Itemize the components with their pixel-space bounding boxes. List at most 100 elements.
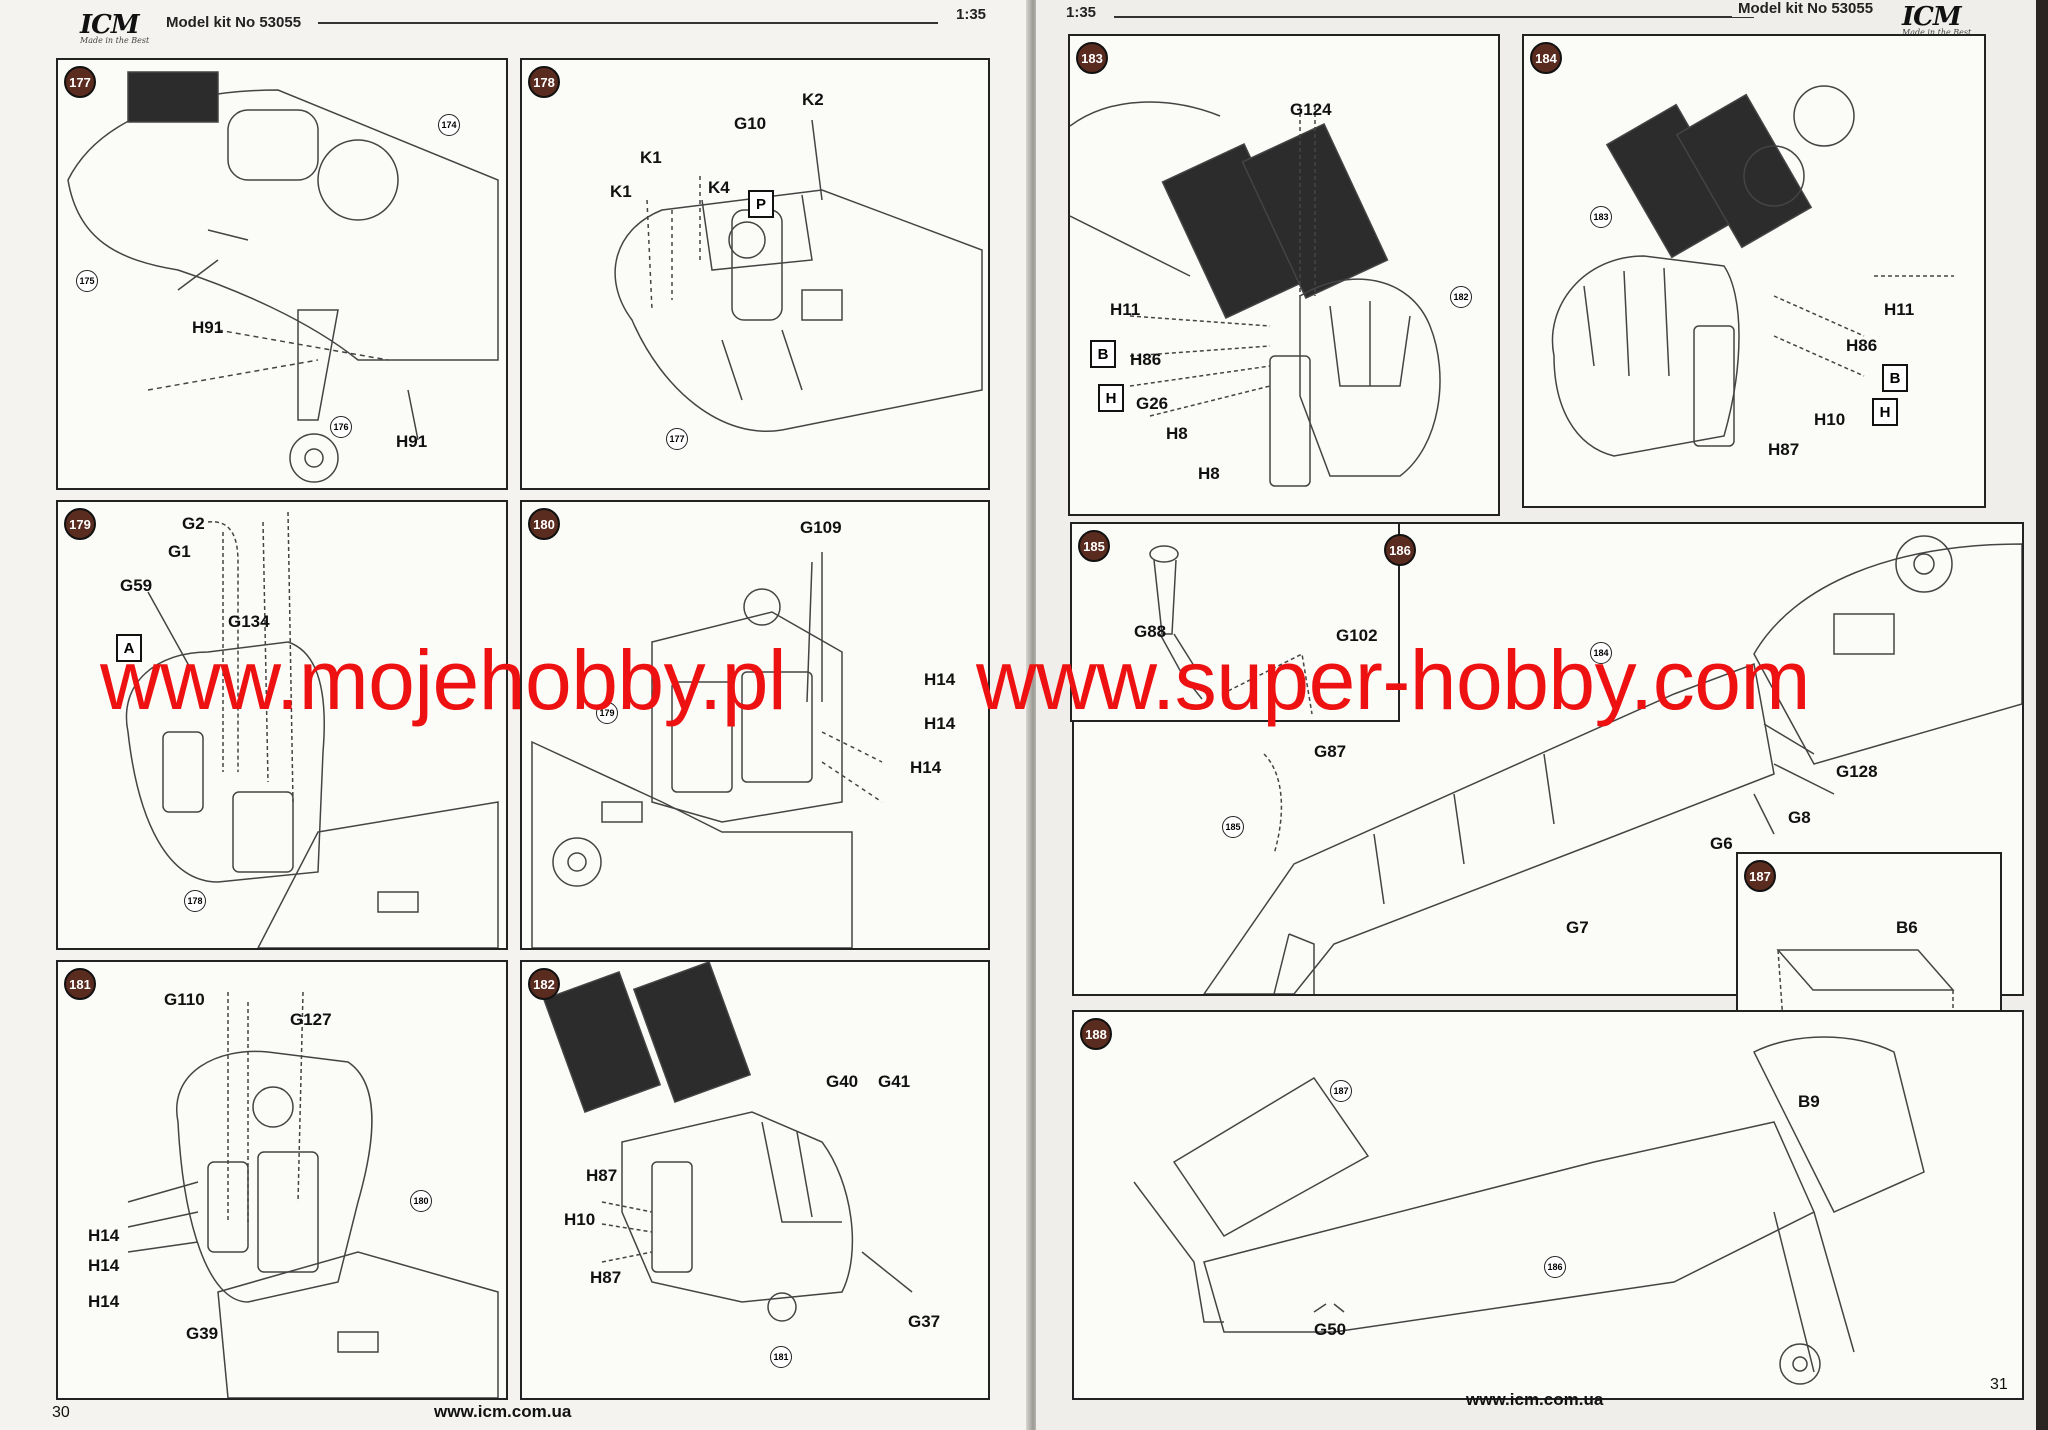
step-177-drawing (67, 71, 499, 483)
step-179-ref: 178 (184, 890, 206, 912)
scale-label: 1:35 (956, 6, 987, 23)
part-label: H87 (586, 1166, 618, 1185)
part-label: G40 (826, 1072, 859, 1091)
paint-code-box: A (116, 634, 142, 662)
part-label: K2 (802, 90, 824, 109)
part-label: H86 (1846, 336, 1878, 355)
step-number-184: 184 (1530, 42, 1562, 74)
step-186-ref-b: 185 (1222, 816, 1244, 838)
part-label: G59 (120, 576, 153, 595)
part-label: H10 (1814, 410, 1846, 429)
part-label: K4 (708, 178, 730, 197)
logo-mark: ICM (1902, 2, 1962, 32)
step-178-ref: 177 (666, 428, 688, 450)
step-186-drawing (1203, 535, 2022, 994)
kit-number: Model kit No 53055 (1732, 0, 1880, 17)
watermark-right: www.super-hobby.com (976, 633, 1810, 727)
logo-mark: ICM (80, 10, 140, 40)
step-number-181: 181 (64, 968, 96, 1000)
part-label: H87 (590, 1268, 622, 1287)
part-label: K1 (640, 148, 662, 167)
step-183-ref: 182 (1450, 286, 1472, 308)
step-number-180: 180 (528, 508, 560, 540)
part-label: G8 (1788, 808, 1811, 827)
part-label: G7 (1566, 918, 1589, 937)
header-rule (318, 22, 938, 24)
part-label: G87 (1314, 742, 1347, 761)
part-label: H14 (88, 1226, 120, 1245)
icm-logo: ICM Made in the Best (80, 10, 149, 45)
step-177-panel: 177 174 175 176 H91 H91 (56, 58, 508, 490)
step-179-drawing (125, 511, 499, 948)
part-label: G1 (168, 542, 191, 561)
step-number-187: 187 (1744, 860, 1776, 892)
step-number-179: 179 (64, 508, 96, 540)
scale-label: 1:35 (1066, 4, 1097, 21)
paint-code-box: B (1090, 340, 1116, 368)
step-181-ref: 180 (410, 1190, 432, 1212)
part-label: K1 (610, 182, 632, 201)
part-label: G102 (1336, 626, 1378, 645)
step-number-188: 188 (1080, 1018, 1112, 1050)
step-179-panel: 179 178 G2 G1 G59 G134 A (56, 500, 508, 950)
step-number-186: 186 (1384, 534, 1416, 566)
paint-code-box: H (1872, 398, 1898, 426)
step-185-panel: 185 G88 G102 (1070, 522, 1400, 722)
part-label: G41 (878, 1072, 911, 1091)
part-label: G6 (1710, 834, 1733, 853)
watermark-left: www.mojehobby.pl (100, 633, 787, 727)
part-label: G37 (908, 1312, 941, 1331)
part-label: H11 (1110, 300, 1141, 319)
step-177-ref-c: 176 (330, 416, 352, 438)
part-label: H8 (1166, 424, 1188, 443)
footer-url: www.icm.com.ua (1466, 1390, 1604, 1409)
part-label: G109 (800, 518, 842, 537)
step-number-182: 182 (528, 968, 560, 1000)
step-183-drawing (1070, 101, 1441, 487)
paint-code-box: B (1882, 364, 1908, 392)
step-180-panel: 180 179 G109 H14 H14 H14 (520, 500, 990, 950)
part-label: G88 (1134, 622, 1167, 641)
part-label: H14 (924, 714, 956, 733)
footer-url: www.icm.com.ua (434, 1402, 572, 1421)
part-label: H91 (192, 318, 224, 337)
step-181-drawing (127, 991, 499, 1398)
part-label: H11 (1884, 300, 1915, 319)
part-label: H8 (1198, 464, 1220, 483)
left-page: ICM Made in the Best Model kit No 53055 … (0, 0, 1030, 1430)
part-label: H87 (1768, 440, 1800, 459)
part-label: H14 (88, 1292, 120, 1311)
part-label: G39 (186, 1324, 219, 1343)
step-177-ref-b: 175 (76, 270, 98, 292)
step-184-drawing (1551, 85, 1954, 457)
step-183-panel: 183 182 G124 H11 H86 G26 H8 H8 B H (1068, 34, 1500, 516)
right-page: 1:35 Model kit No 53055 ICM Made in the … (1036, 0, 2036, 1430)
step-182-drawing (542, 962, 913, 1322)
part-label: G2 (182, 514, 205, 533)
logo-tagline: Made in the Best (1902, 28, 1972, 37)
step-182-ref: 181 (770, 1346, 792, 1368)
part-label: H10 (564, 1210, 596, 1229)
part-label: H91 (396, 432, 428, 451)
step-185-drawing (1149, 545, 1313, 715)
step-number-183: 183 (1076, 42, 1108, 74)
header-rule (1114, 16, 1754, 18)
logo-tagline: Made in the Best (80, 36, 150, 45)
kit-number: Model kit No 53055 (166, 14, 302, 31)
step-184-ref: 183 (1590, 206, 1612, 228)
step-180-drawing (531, 552, 883, 948)
part-label: H14 (910, 758, 942, 777)
step-182-panel: 182 181 G40 G41 H87 H10 H87 G37 (520, 960, 990, 1400)
part-label: G110 (164, 990, 205, 1009)
paint-code-box: H (1098, 384, 1124, 412)
page-number: 31 (1990, 1376, 2008, 1393)
part-label: G50 (1314, 1320, 1347, 1339)
step-177-ref-a: 174 (438, 114, 460, 136)
step-188-ref-a: 187 (1330, 1080, 1352, 1102)
part-label: G10 (734, 114, 767, 133)
part-label: H86 (1130, 350, 1162, 369)
paint-code-box: P (748, 190, 774, 218)
step-number-178: 178 (528, 66, 560, 98)
step-178-panel: 178 177 K2 G10 K1 K1 K4 P (520, 58, 990, 490)
step-number-185: 185 (1078, 530, 1110, 562)
